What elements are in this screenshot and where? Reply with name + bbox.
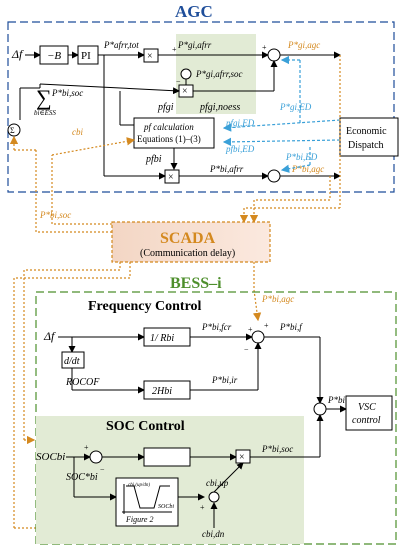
sum-soc bbox=[89, 450, 103, 464]
svg-text:×: × bbox=[239, 452, 245, 463]
p-gi-afrr-soc-label: P*gi,afrr,soc bbox=[195, 69, 243, 79]
pf-bi-label: pfbi bbox=[145, 154, 162, 165]
sum-junction-bess bbox=[267, 169, 281, 183]
svg-text:Σ: Σ bbox=[10, 126, 15, 135]
economic-dispatch-block bbox=[339, 117, 399, 157]
p-gi-agc-label: P*gi,agc bbox=[287, 40, 320, 50]
p-bi-fcr-label: P*bi,fcr bbox=[201, 322, 232, 332]
p-gi-ed-label: P*gi,ED bbox=[279, 102, 312, 112]
ddt-block bbox=[61, 351, 85, 369]
c-bi-label: cbi bbox=[72, 127, 83, 137]
p-bi-afrr-label: P*bi,afrr bbox=[209, 164, 244, 174]
sum-symbol: ∑ bbox=[36, 85, 52, 110]
ddt-label: d/dt bbox=[64, 356, 80, 367]
agc-delta-f: Δf bbox=[11, 47, 24, 61]
svg-text:+: + bbox=[84, 443, 89, 452]
p-bi-f-label: P*bi,f bbox=[279, 322, 303, 332]
vsc-block bbox=[345, 395, 393, 431]
pf-gi-label: pfgi bbox=[157, 102, 174, 113]
r-block-label: 1/ Rbi bbox=[150, 333, 174, 344]
svg-text:+: + bbox=[200, 503, 205, 512]
scada-subtitle: (Communication delay) bbox=[140, 248, 235, 259]
agc-region bbox=[7, 21, 395, 193]
sum-final bbox=[313, 402, 327, 416]
pf-gi-ed-label: pfgi,ED bbox=[225, 118, 255, 128]
pf-calc-line2: Equations (1)–(3) bbox=[137, 134, 201, 144]
sum-index: bi∈ESS bbox=[34, 109, 56, 117]
c-bi-dn-label: cbi,dn bbox=[202, 529, 225, 539]
pf-calc-block bbox=[133, 117, 215, 149]
mini-label: cbi,(up/dn) bbox=[128, 483, 150, 488]
bess-p-bi-agc: P*bi,agc bbox=[261, 294, 294, 304]
scada-title: SCADA bbox=[160, 230, 216, 247]
figure-ref: Figure 2 bbox=[125, 515, 153, 524]
mini-axis: SOCbi bbox=[158, 504, 174, 510]
svg-text:−: − bbox=[100, 465, 105, 474]
frequency-control-title: Frequency Control bbox=[88, 299, 202, 314]
pf-bi-ed-label: pfbi,ED bbox=[225, 144, 255, 154]
h-block-label: 2Hbi bbox=[152, 386, 172, 397]
p-bi-soc-label: P*bi,soc bbox=[261, 444, 293, 454]
ed-line1: Economic bbox=[346, 126, 387, 137]
svg-text:+: + bbox=[248, 325, 253, 334]
soc-control-title: SOC Control bbox=[106, 419, 185, 434]
bess-title: BESS–i bbox=[170, 275, 222, 292]
vsc-line2: control bbox=[352, 415, 381, 426]
p-bi-ed-label: P*bi,ED bbox=[285, 152, 318, 162]
sum-junction-soc bbox=[180, 68, 192, 80]
svg-text:+: + bbox=[172, 45, 177, 54]
sum-junction-gen bbox=[267, 48, 281, 62]
vsc-line1: VSC bbox=[358, 402, 376, 413]
svg-text:−: − bbox=[176, 77, 181, 86]
p-gi-afrr-label: P*gi,afrr bbox=[177, 40, 212, 50]
sum-c bbox=[208, 491, 220, 503]
svg-text:+: + bbox=[262, 43, 267, 52]
p-afrr-tot-label: P*afrr,tot bbox=[103, 40, 139, 50]
sum-p-bi-soc: P*bi,soc bbox=[51, 88, 83, 98]
svg-text:×: × bbox=[168, 172, 174, 183]
p-bi-soc-scada-label: P*bi,soc bbox=[39, 210, 71, 220]
agc-title: AGC bbox=[175, 2, 213, 21]
gain-neg-b-label: −B bbox=[47, 50, 61, 62]
svg-text:×: × bbox=[147, 51, 153, 62]
soc-bi-label: SOCbi bbox=[36, 451, 65, 463]
scada-block bbox=[111, 221, 271, 263]
pf-gi-noess-label: pfgi,noess bbox=[199, 102, 240, 113]
rocof-label: ROCOF bbox=[65, 377, 100, 388]
p-bi-label: P*bi bbox=[327, 395, 345, 405]
p-bi-ir-label: P*bi,ir bbox=[211, 375, 238, 385]
bess-delta-f: Δf bbox=[43, 329, 56, 343]
svg-text:−: − bbox=[244, 345, 249, 354]
pf-calc-line1: pf calculation bbox=[143, 122, 194, 132]
k-block bbox=[143, 447, 191, 467]
c-bi-up-label: cbi,up bbox=[206, 478, 229, 488]
ed-line2: Dispatch bbox=[348, 140, 384, 151]
pi-label: PI bbox=[81, 50, 91, 62]
sum-freq bbox=[251, 330, 265, 344]
svg-text:×: × bbox=[182, 86, 188, 97]
p-bi-agc-label: P*bi,agc bbox=[291, 164, 324, 174]
soc-bi-star-label: SOC*bi bbox=[66, 472, 98, 483]
svg-text:+: + bbox=[264, 321, 269, 330]
